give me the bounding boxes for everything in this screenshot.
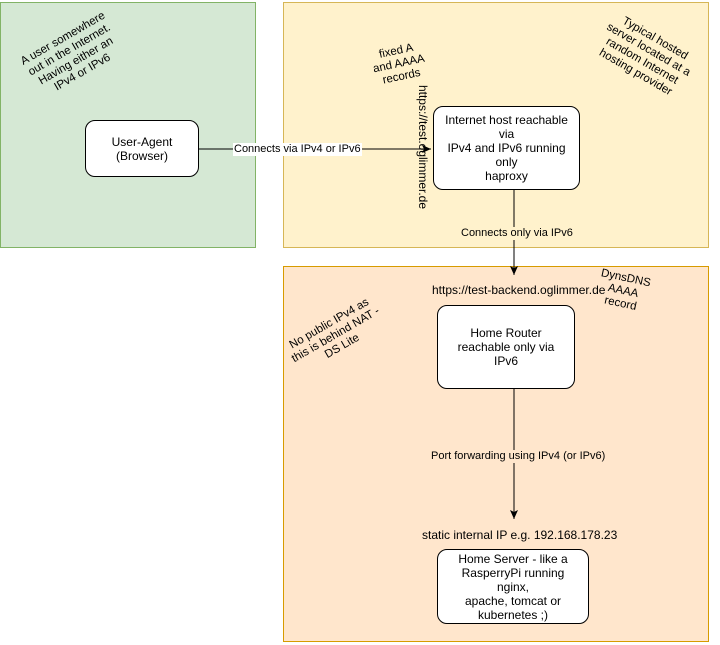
static-ip-label: static internal IP e.g. 192.168.178.23 xyxy=(422,528,618,542)
home-server-node: Home Server - like a RasperryPi running … xyxy=(437,549,589,624)
user-agent-node: User-Agent (Browser) xyxy=(85,120,199,177)
edge-label-ua-to-host: Connects via IPv4 or IPv6 xyxy=(233,143,362,156)
edge-label-router-to-server: Port forwarding using IPv4 (or IPv6) xyxy=(430,450,607,463)
backend-url-label: https://test-backend.oglimmer.de xyxy=(432,283,606,297)
internet-host-node: Internet host reachable via IPv4 and IPv… xyxy=(433,106,580,190)
home-router-node: Home Router reachable only via IPv6 xyxy=(437,305,575,389)
edge-label-host-to-router: Connects only via IPv6 xyxy=(460,227,574,240)
test-url-label: https://test.oglimmer.de xyxy=(416,84,430,210)
